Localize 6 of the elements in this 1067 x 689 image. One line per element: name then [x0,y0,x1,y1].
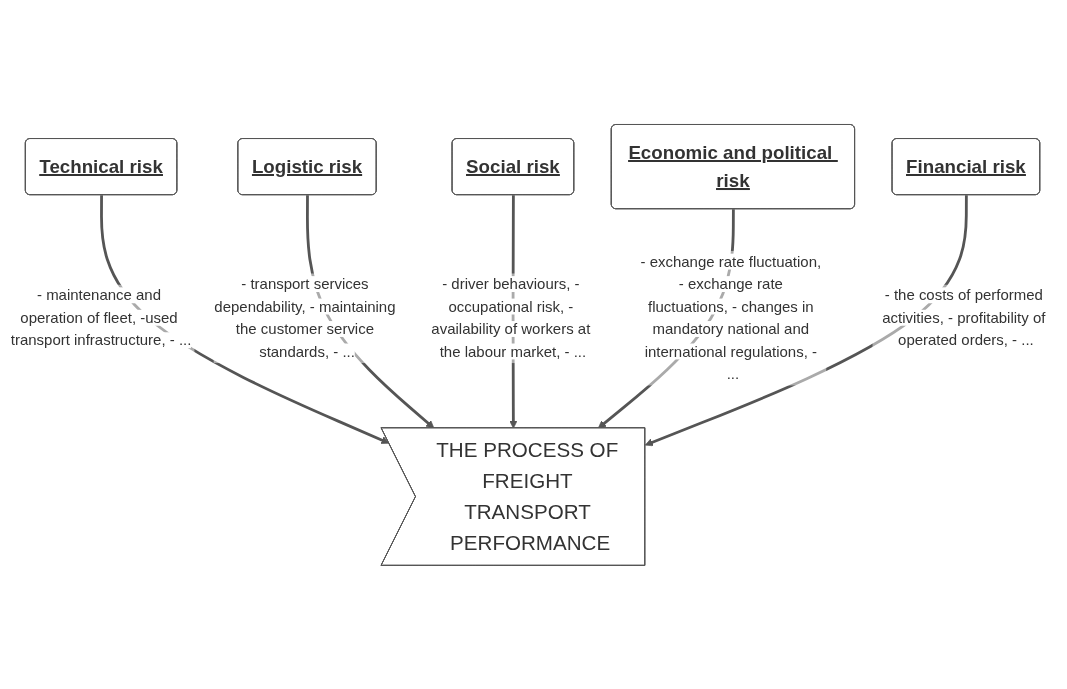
edge-label: - transport services dependability, - maintaining the customer service standards, - ... [214,275,396,359]
edge-label: - maintenance and operation of fleet, -used transport infrastructure, - ... [10,286,192,348]
edge-label: - driver behaviours, - occupational risk, - availability of workers at the labour market, - ... [431,275,591,359]
edge-label: - the costs of performed activities, - profitability of operated orders, - ... [882,286,1046,348]
arrow [644,194,968,446]
edge-label: - exchange rate fluctuation, - exchange rate fluctuations, - changes in mandatory national and international regulations, - ... [640,253,822,382]
